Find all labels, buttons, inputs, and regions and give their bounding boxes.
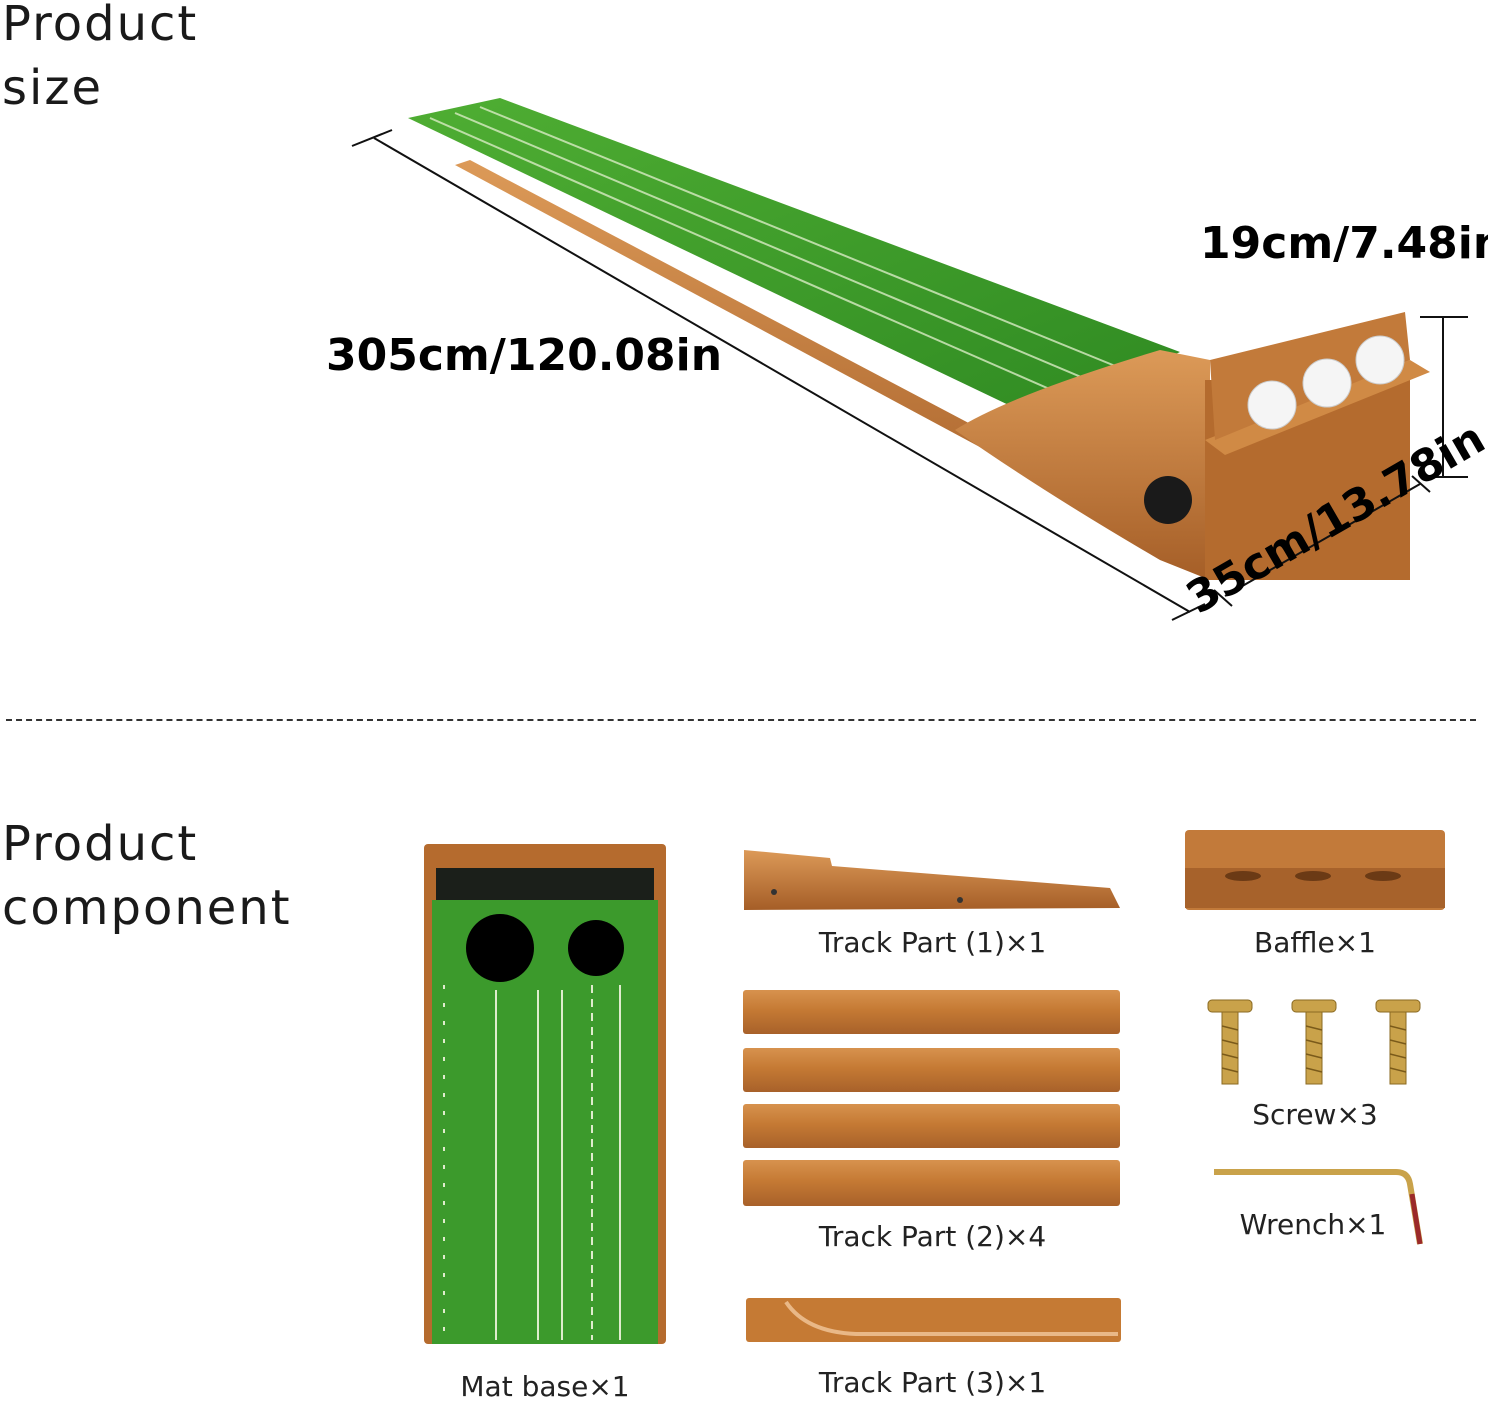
size-title-line2: size — [2, 60, 104, 116]
track-part-2-piece — [743, 1160, 1120, 1206]
baffle-image — [1185, 830, 1445, 910]
track-part-2-piece — [743, 1048, 1120, 1092]
golf-ball — [1355, 335, 1405, 385]
width-dimension-line — [1224, 483, 1421, 597]
wrench-label: Wrench×1 — [1239, 1208, 1387, 1241]
length-dimension-label: 305cm/120.08in — [326, 330, 723, 381]
track-part-2-label: Track Part (2)×4 — [818, 1220, 1047, 1253]
track-part-3-image — [746, 1298, 1121, 1342]
assembled-putting-mat-illustration — [351, 98, 1468, 621]
track-part-1-image — [744, 850, 1120, 910]
track-part-1-label: Track Part (1)×1 — [818, 926, 1047, 959]
wrench-image — [1214, 1169, 1423, 1245]
ball-return-hole — [1144, 476, 1192, 524]
section-divider — [6, 719, 1476, 721]
ball-return-ramp — [955, 350, 1210, 580]
length-dimension-line — [373, 137, 1191, 613]
turf-strip — [408, 98, 1180, 420]
mat-base-label: Mat base×1 — [460, 1370, 630, 1403]
screw-label: Screw×3 — [1252, 1098, 1378, 1131]
track-part-2-piece — [743, 990, 1120, 1034]
screws-image — [1207, 999, 1421, 1085]
track-part-2-piece — [743, 1104, 1120, 1148]
track-part-3-label: Track Part (3)×1 — [818, 1366, 1047, 1399]
component-title-line2: component — [2, 880, 292, 936]
height-dimension-label: 19cm/7.48in — [1200, 218, 1488, 269]
ball-tray — [1205, 360, 1430, 455]
size-title-line1: Product — [2, 0, 199, 52]
mat-base-image — [424, 844, 666, 1344]
component-title-line1: Product — [2, 816, 199, 872]
golf-ball — [1247, 380, 1297, 430]
baffle-label: Baffle×1 — [1254, 926, 1376, 959]
golf-ball — [1302, 358, 1352, 408]
